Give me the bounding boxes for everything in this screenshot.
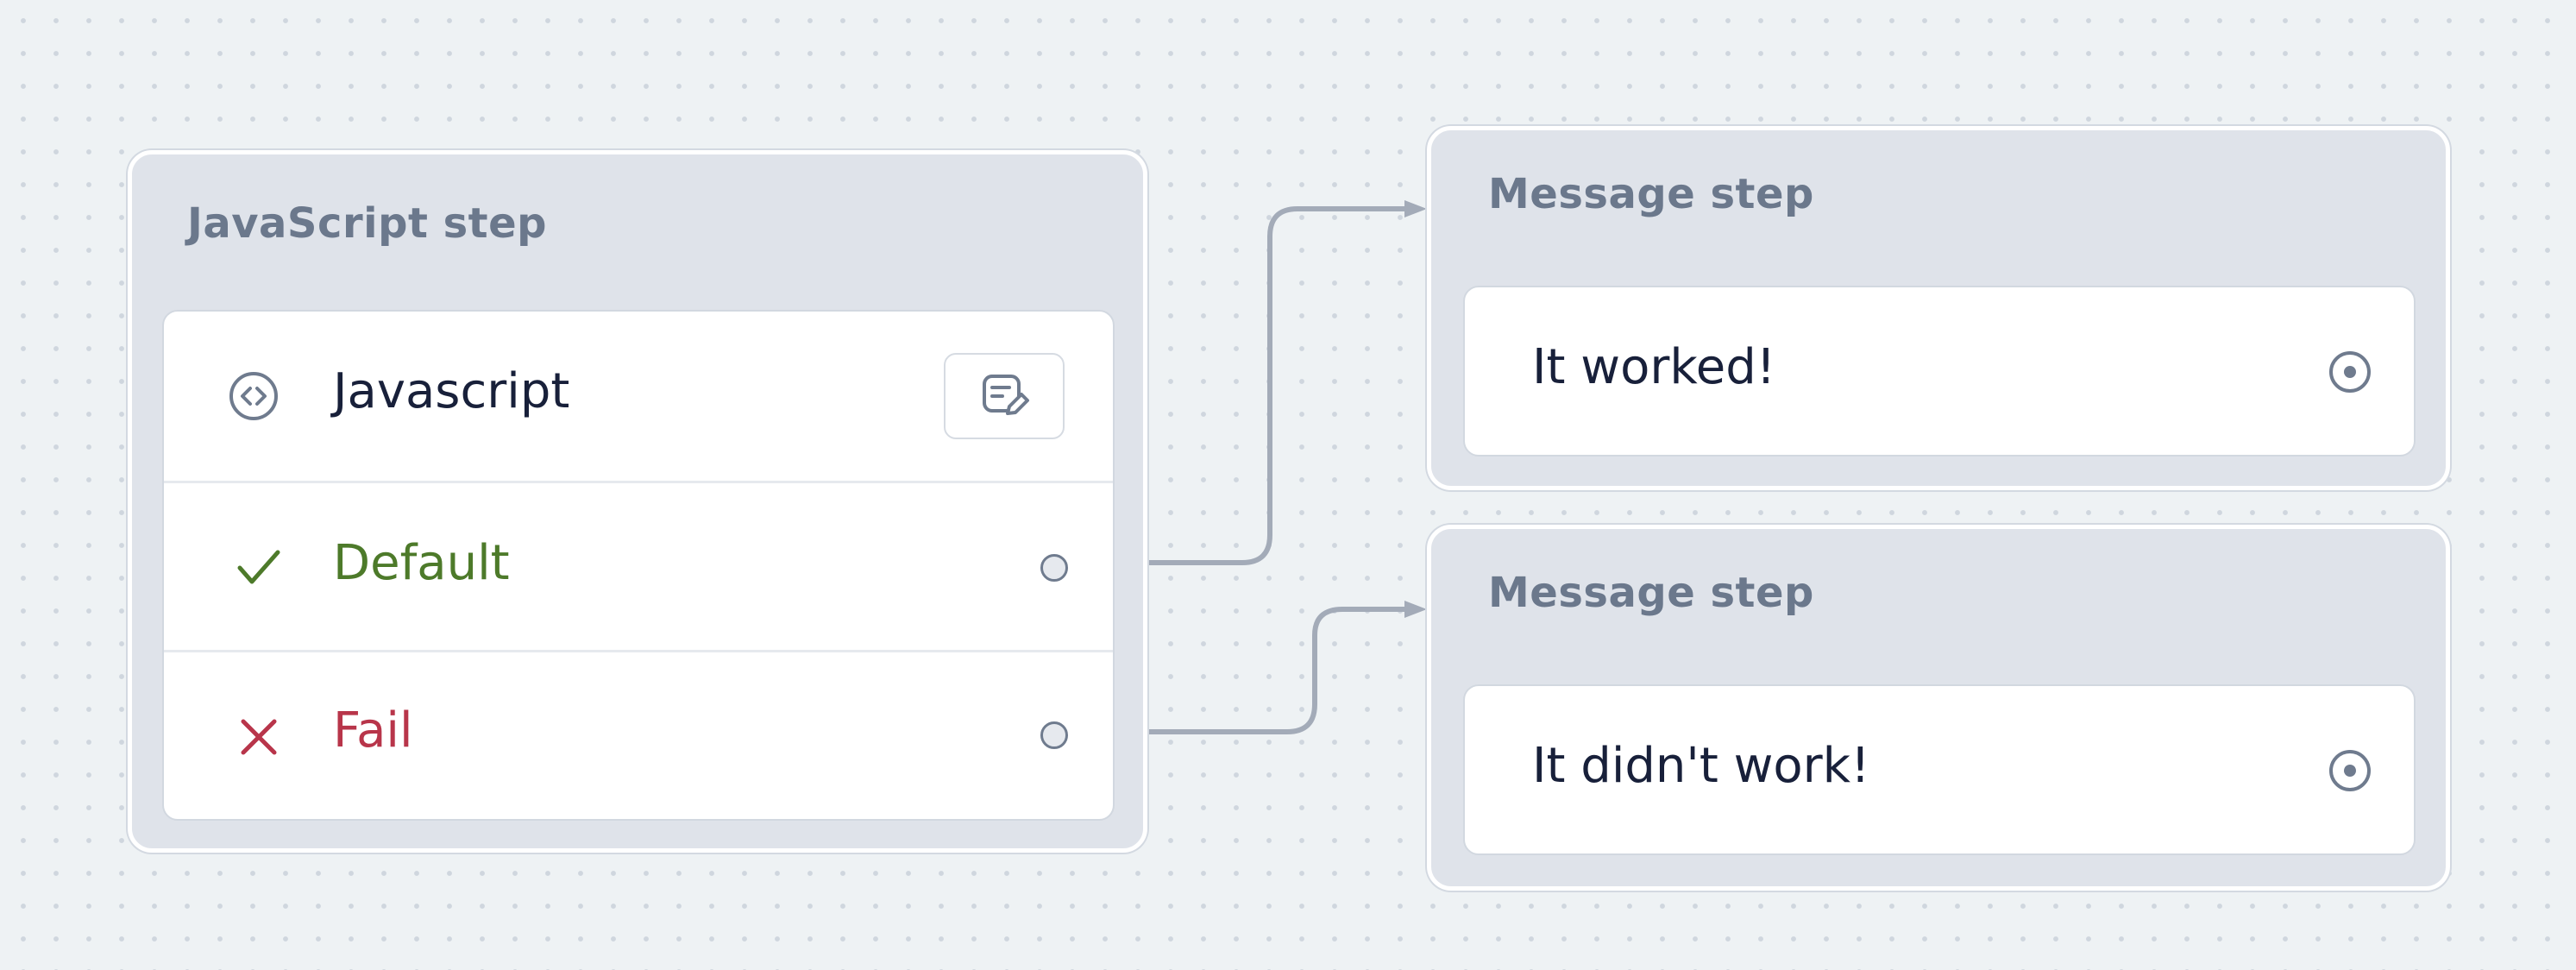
message-text: It didn't work! — [1532, 738, 1870, 794]
check-icon — [236, 547, 281, 592]
default-row: Default — [164, 481, 1113, 652]
fail-output-port[interactable] — [1040, 721, 1068, 749]
script-label: Javascript — [333, 363, 570, 419]
code-icon — [228, 370, 280, 425]
default-connector — [1115, 206, 1415, 565]
edit-script-icon — [982, 374, 1030, 424]
edit-script-button[interactable] — [944, 353, 1065, 439]
fail-row: Fail — [164, 650, 1113, 819]
fail-label: Fail — [333, 702, 413, 759]
default-label: Default — [333, 535, 510, 591]
message-text: It worked! — [1532, 339, 1776, 395]
javascript-step-card: Javascript Default — [162, 310, 1115, 821]
script-row: Javascript — [164, 312, 1113, 481]
target-icon[interactable] — [2328, 350, 2372, 394]
node-title: JavaScript step — [187, 199, 548, 248]
message-step-node[interactable]: Message step It didn't work! — [1427, 525, 2450, 891]
target-icon[interactable] — [2328, 748, 2372, 793]
message-card: It didn't work! — [1463, 684, 2416, 855]
fail-connector-arrow — [1404, 601, 1427, 618]
fail-connector — [1115, 607, 1415, 734]
x-icon — [240, 718, 278, 759]
message-card: It worked! — [1463, 286, 2416, 457]
node-title: Message step — [1488, 170, 1814, 218]
node-title: Message step — [1488, 569, 1814, 617]
javascript-step-node[interactable]: JavaScript step Javascript — [128, 150, 1147, 853]
default-output-port[interactable] — [1040, 554, 1068, 582]
message-step-node[interactable]: Message step It worked! — [1427, 126, 2450, 490]
default-connector-arrow — [1404, 200, 1427, 217]
